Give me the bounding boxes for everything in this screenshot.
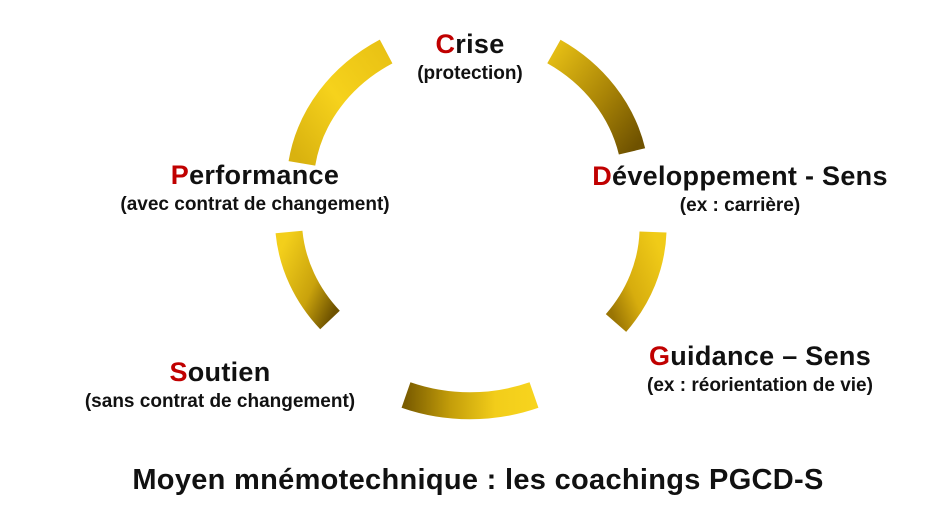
ring-arc-bottom (401, 382, 539, 420)
node-developpement-subtitle: (ex : carrière) (679, 195, 801, 216)
node-guidance-initial: G (648, 341, 671, 371)
node-crise: Crise (protection) (340, 28, 600, 86)
node-performance-subtitle: (avec contrat de changement) (120, 194, 390, 215)
node-soutien: Soutien (sans contrat de changement) (10, 356, 430, 414)
node-developpement-word: éveloppement - Sens (612, 161, 888, 191)
node-crise-title: Crise (340, 28, 600, 60)
node-guidance-subtitle: (ex : réorientation de vie) (647, 375, 873, 396)
node-soutien-title: Soutien (10, 356, 430, 388)
node-performance-word: erformance (189, 160, 340, 190)
node-developpement-title: Développement - Sens (540, 160, 940, 192)
node-guidance-word: uidance – Sens (670, 341, 872, 371)
node-soutien-subtitle: (sans contrat de changement) (84, 391, 356, 412)
node-guidance: Guidance – Sens (ex : réorientation de v… (560, 340, 946, 398)
ring-arc-right (605, 231, 667, 332)
node-crise-subtitle: (protection) (417, 63, 523, 84)
ring-arc-top-right (547, 39, 646, 155)
node-crise-initial: C (435, 29, 456, 59)
node-soutien-initial: S (169, 357, 188, 387)
node-performance-initial: P (170, 160, 190, 190)
node-guidance-title: Guidance – Sens (560, 340, 946, 372)
node-soutien-word: outien (187, 357, 271, 387)
diagram-caption: Moyen mnémotechnique : les coachings PGC… (132, 464, 824, 496)
node-performance-title: Performance (40, 159, 470, 191)
node-crise-word: rise (455, 29, 505, 59)
node-performance: Performance (avec contrat de changement) (40, 159, 470, 217)
ring-arc-left (275, 230, 341, 330)
node-developpement-initial: D (592, 161, 613, 191)
node-developpement: Développement - Sens (ex : carrière) (540, 160, 940, 218)
ring-arc-top-left (288, 39, 393, 166)
